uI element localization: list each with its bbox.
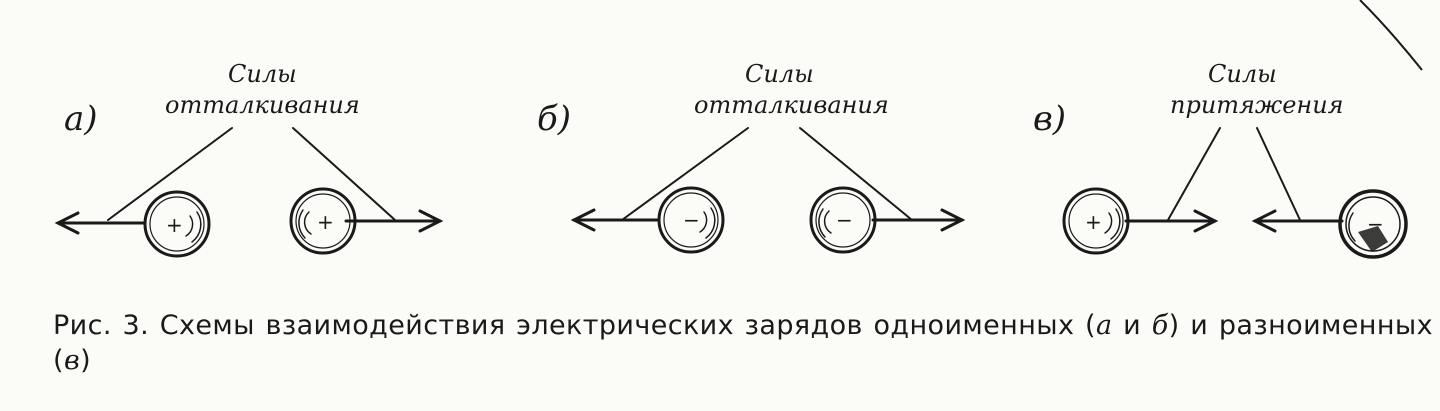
panel-c-force-label-line2: притяжения	[1170, 91, 1344, 119]
panel-b-leader-left	[621, 127, 749, 221]
caption-middle: ) и разноименных (	[53, 310, 1433, 376]
panel-b-arrowhead-right	[940, 208, 966, 232]
panel-c-leader-left	[1167, 127, 1221, 221]
panel-b: б) Силы отталкивания − −	[537, 60, 966, 254]
panel-a-leader-right	[292, 127, 396, 221]
panel-b-charge-left: −	[657, 186, 725, 254]
panel-a-arrowhead-right	[418, 209, 444, 233]
panel-c-left-sign: +	[1085, 210, 1102, 234]
caption-letter-c: в	[63, 345, 81, 376]
panel-a-right-sign: +	[317, 210, 334, 234]
panel-a-arrowhead-left	[54, 211, 80, 235]
panel-c-charge-right: −	[1338, 189, 1408, 259]
panel-b-left-sign: −	[683, 208, 700, 232]
panel-b-force-label-line1: Силы	[745, 60, 814, 88]
charge-interaction-diagram: а) Силы отталкивания + + б) Силы	[54, 60, 1408, 259]
panel-a-left-sign: +	[166, 213, 183, 237]
caption-prefix: Рис. 3. Схемы взаимодействия электрическ…	[53, 310, 1096, 341]
panel-a-letter: а)	[64, 99, 98, 139]
panel-c-arrowhead-right	[1193, 209, 1219, 233]
panel-c-charge-left: +	[1062, 187, 1130, 255]
figure-caption: Рис. 3. Схемы взаимодействия электрическ…	[53, 308, 1433, 378]
panel-b-right-sign: −	[836, 208, 853, 232]
scan-edge-mark	[1359, 0, 1423, 71]
panel-c: в) Силы притяжения + −	[1033, 60, 1408, 259]
panel-a-leader-left	[107, 127, 233, 221]
panel-c-right-sign: −	[1367, 212, 1384, 236]
panel-c-letter: в)	[1033, 99, 1066, 139]
caption-suffix: )	[80, 345, 91, 376]
panel-b-leader-right	[799, 127, 913, 221]
panel-a-force-label-line1: Силы	[228, 60, 297, 88]
panel-b-arrowhead-left	[570, 208, 596, 232]
panel-c-force-label-line1: Силы	[1208, 60, 1277, 88]
caption-conj: и	[1112, 310, 1152, 341]
panel-a-force-label-line2: отталкивания	[165, 91, 360, 119]
panel-a-charge-left: +	[143, 190, 211, 258]
panel-c-arrowhead-left	[1251, 209, 1277, 233]
panel-c-leader-right	[1256, 127, 1301, 221]
panel-a-charge-right: +	[289, 187, 357, 255]
caption-letter-b: б	[1151, 310, 1169, 341]
panel-a: а) Силы отталкивания + +	[54, 60, 444, 258]
panel-b-force-label-line2: отталкивания	[694, 91, 889, 119]
panel-b-letter: б)	[537, 99, 571, 139]
panel-b-charge-right: −	[809, 186, 877, 254]
caption-letter-a: а	[1095, 310, 1113, 341]
